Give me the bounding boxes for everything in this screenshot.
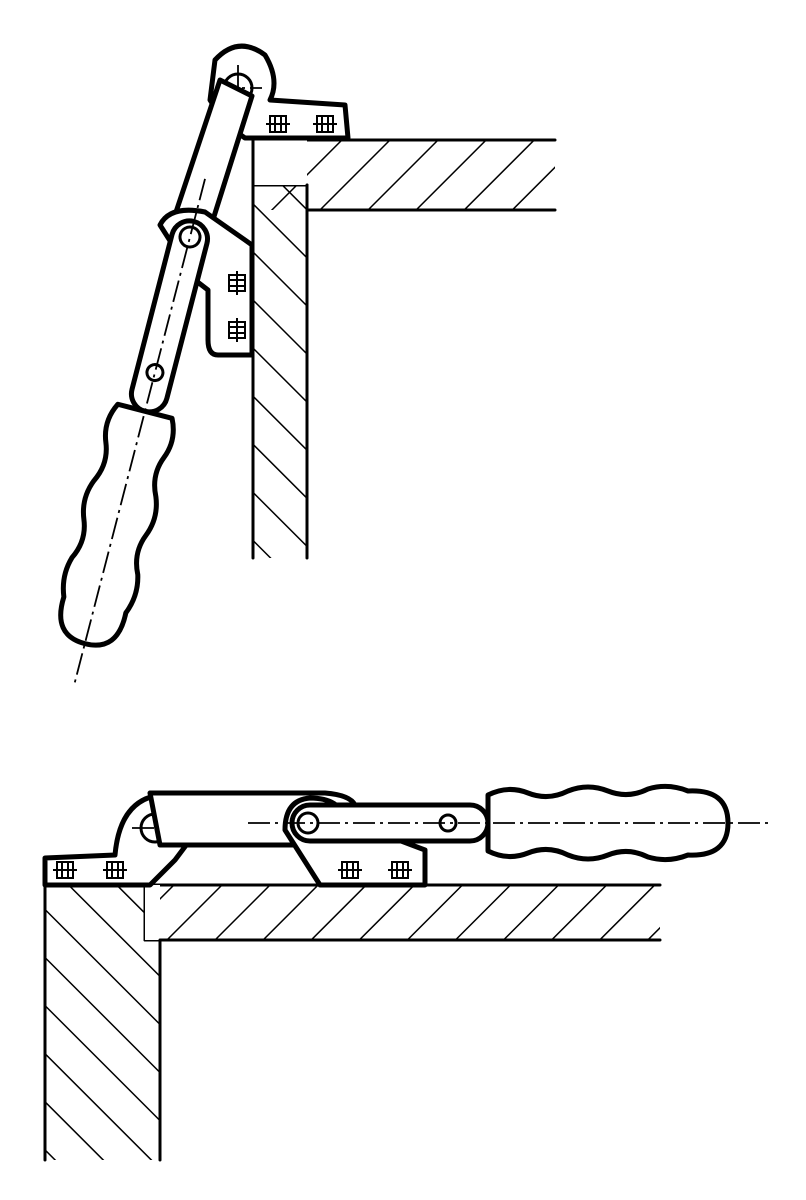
- hinge-closed-view: [42, 786, 768, 1162]
- vertical-panel-section: [43, 883, 162, 1162]
- hinge-open-view: [39, 43, 557, 691]
- vertical-panel-section: [251, 138, 309, 560]
- horizontal-panel-section: [143, 883, 662, 942]
